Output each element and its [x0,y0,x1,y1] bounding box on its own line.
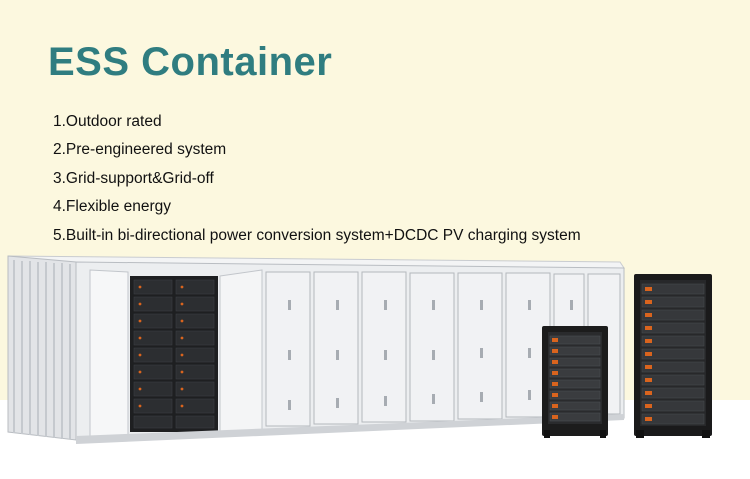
product-illustration [7,255,712,444]
page-title: ESS Container [48,40,333,84]
feature-item: 1.Outdoor rated [53,113,162,130]
battery-rack-tall-image [634,274,712,438]
feature-item: 3.Grid-support&Grid-off [53,169,214,187]
ess-container-image [7,255,625,444]
feature-item: 5.Built-in bi-directional power conversi… [53,226,581,244]
feature-list: 1.Outdoor rated 2.Pre-engineered system … [53,108,581,250]
feature-item: 2.Pre-engineered system [53,141,227,159]
feature-item: 4.Flexible energy [53,198,172,216]
battery-rack-small-image [542,326,608,438]
